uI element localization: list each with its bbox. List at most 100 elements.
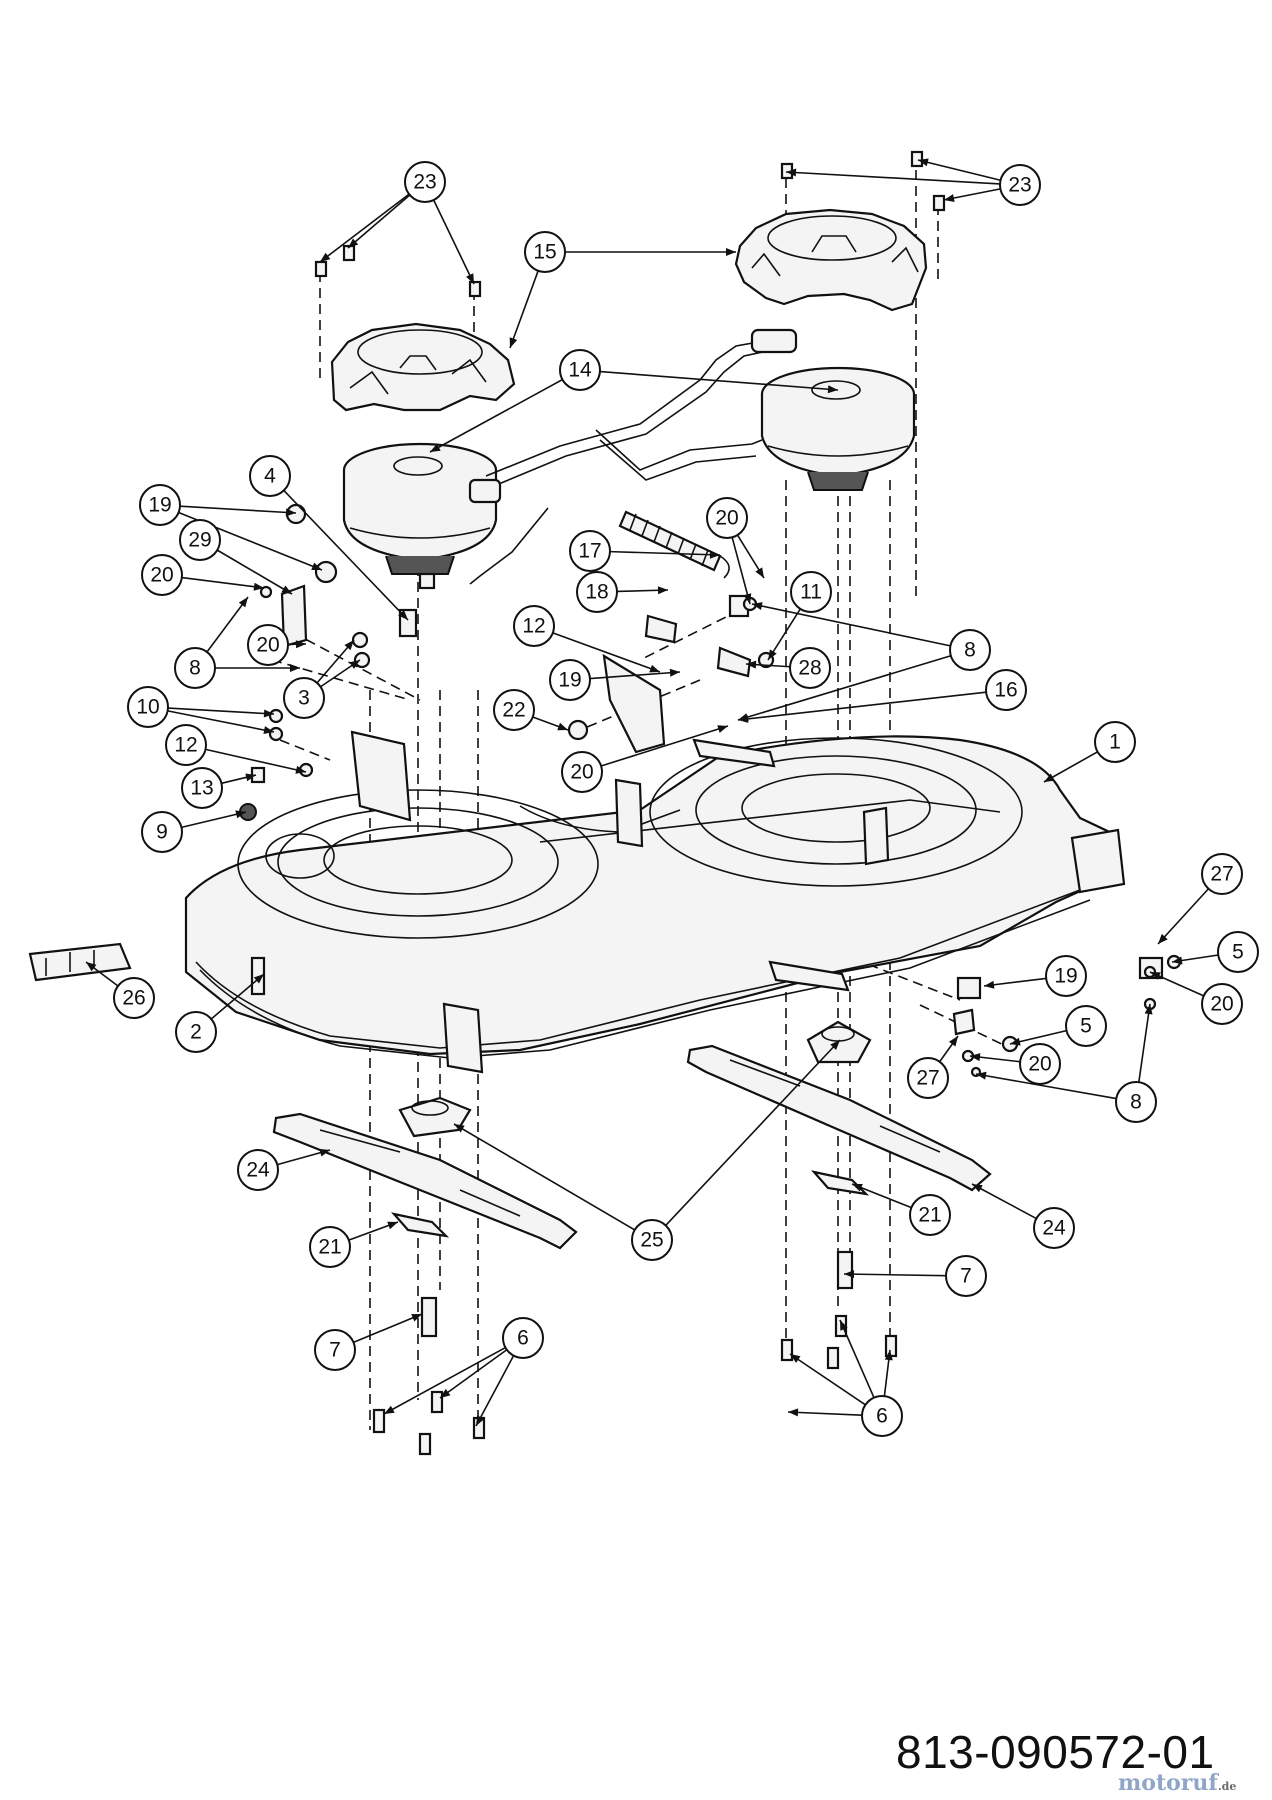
callout-19: 19: [549, 659, 681, 701]
callout-arrowhead: [1144, 1004, 1153, 1015]
callout-19: 19: [139, 484, 323, 571]
callout-number: 15: [533, 241, 556, 264]
callout-circle: [237, 1149, 279, 1191]
callout-leader: [1043, 751, 1098, 783]
blade-left: [272, 1112, 578, 1250]
deck-hanger-bracket: [28, 942, 132, 982]
callout-circle: [181, 767, 223, 809]
callout-leader: [1138, 1003, 1151, 1083]
callout-circle: [949, 629, 991, 671]
callout-arrowhead: [830, 1040, 840, 1051]
callout-circle: [247, 624, 289, 666]
callout-leader: [599, 370, 839, 391]
callout-number: 19: [1054, 965, 1077, 988]
callout-arrowhead: [281, 585, 292, 594]
callout-leader: [509, 270, 539, 349]
callout-number: 19: [558, 669, 581, 692]
callout-5: 5: [1171, 931, 1259, 973]
callout-number: 4: [264, 465, 276, 488]
callout-10: 10: [127, 686, 275, 734]
callout-number: 17: [578, 540, 601, 563]
callout-leader: [731, 537, 751, 605]
callout-number: 24: [1042, 1217, 1066, 1240]
callout-21: 21: [309, 1221, 399, 1268]
callout-arrowhead: [476, 1415, 485, 1426]
callout-number: 12: [174, 734, 197, 757]
callout-leader: [851, 1183, 912, 1209]
callout-circle: [179, 519, 221, 561]
callout-circle: [165, 724, 207, 766]
callout-circle: [999, 164, 1041, 206]
callout-25: 25: [453, 1039, 841, 1261]
callout-arrowhead: [398, 610, 408, 620]
callout-number: 10: [136, 696, 159, 719]
callout-arrowhead: [726, 248, 736, 256]
callout-arrowhead: [320, 252, 331, 262]
callout-leader: [589, 671, 681, 680]
callout-circle: [513, 605, 555, 647]
callout-arrowhead: [557, 722, 568, 731]
callout-number: 20: [1028, 1053, 1051, 1076]
callout-circle: [1115, 1081, 1157, 1123]
callout-number: 3: [298, 687, 310, 710]
callout-arrowhead: [285, 508, 296, 517]
callout-leader: [383, 1346, 506, 1415]
callout-arrowhead: [944, 194, 955, 202]
callout-6: 6: [383, 1317, 544, 1427]
callout-arrowhead: [466, 273, 474, 284]
callout-leader: [552, 632, 661, 673]
callout-leader: [181, 811, 247, 829]
callout-18: 18: [576, 571, 669, 613]
callout-leader: [205, 748, 307, 773]
callout-leader: [429, 378, 563, 453]
callout-arrowhead: [245, 773, 256, 782]
callout-circle: [1201, 853, 1243, 895]
callout-circle: [559, 349, 601, 391]
callout-arrowhead: [430, 443, 441, 452]
callout-arrowhead: [253, 974, 264, 984]
callout-arrowhead: [790, 1354, 801, 1363]
callout-arrowhead: [1172, 956, 1183, 965]
callout-20: 20: [969, 1043, 1061, 1085]
callout-number: 7: [960, 1265, 972, 1288]
callout-20: 20: [141, 554, 265, 596]
callout-number: 21: [918, 1204, 941, 1227]
callout-15: 15: [509, 231, 736, 349]
callout-20: 20: [247, 624, 307, 666]
callout-arrowhead: [755, 567, 764, 578]
callout-arrowhead: [295, 640, 306, 649]
callout-arrowhead: [709, 550, 720, 559]
callout-circle: [909, 1194, 951, 1236]
callout-number: 25: [640, 1229, 663, 1252]
callout-arrowhead: [311, 562, 322, 570]
callout-8: 8: [975, 1003, 1157, 1123]
callout-arrowhead: [972, 1184, 983, 1193]
callout-leader: [475, 1355, 515, 1427]
callout-number: 23: [1008, 174, 1031, 197]
callout-arrowhead: [1010, 1037, 1021, 1046]
callout-number: 22: [502, 699, 525, 722]
callout-leader: [439, 1349, 508, 1399]
callout-arrowhead: [948, 1036, 958, 1047]
tension-spring: [618, 510, 730, 579]
callout-circle: [1217, 931, 1259, 973]
gearbox-left: [342, 442, 498, 590]
callout-circle: [706, 497, 748, 539]
document-number: 813-090572-01: [896, 1726, 1215, 1778]
callout-arrowhead: [717, 725, 728, 733]
callout-leader: [319, 193, 410, 263]
callout-13: 13: [181, 767, 257, 809]
callout-leader: [843, 1273, 947, 1277]
callout-arrowhead: [348, 238, 359, 248]
callout-number: 8: [1130, 1091, 1142, 1114]
callout-arrowhead: [649, 664, 660, 673]
callout-arrowhead: [840, 1320, 848, 1331]
callout-arrowhead: [1158, 933, 1168, 944]
callout-arrowhead: [253, 582, 264, 591]
deck-brackets: [350, 653, 1126, 1074]
callout-number: 27: [916, 1067, 939, 1090]
callout-29: 29: [179, 519, 293, 595]
callout-leader: [347, 194, 411, 249]
callout-arrowhead: [263, 726, 274, 734]
